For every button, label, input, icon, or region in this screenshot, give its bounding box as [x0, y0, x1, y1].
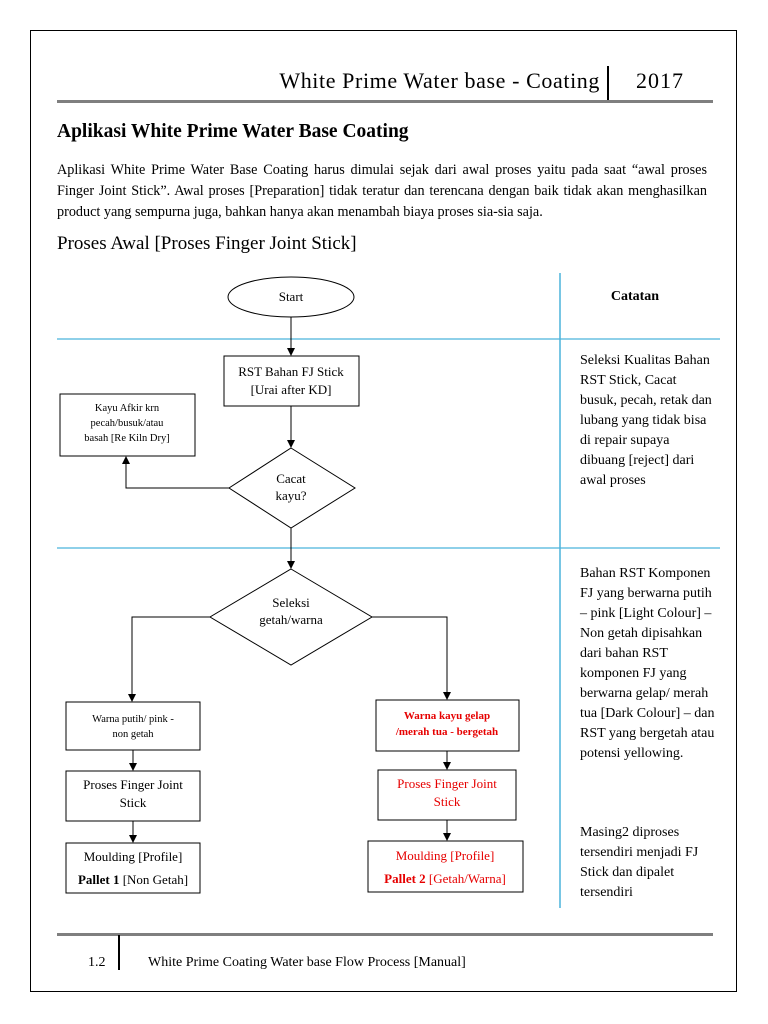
header-divider: [607, 66, 609, 100]
kayu-afkir-line-3: basah [Re Kiln Dry]: [84, 433, 169, 444]
left-moulding-label: Moulding [Profile]: [84, 849, 183, 864]
note-2: Bahan RST Komponen FJ yang berwarna puti…: [580, 566, 715, 761]
right-moulding-label: Moulding [Profile]: [396, 848, 495, 863]
left-warna-line-2: non getah: [112, 729, 154, 740]
right-pallet-rest: [Getah/Warna]: [429, 871, 506, 886]
rst-bahan-box: [223, 355, 360, 407]
section-title: Aplikasi White Prime Water Base Coating: [57, 121, 409, 142]
right-proses-box: [377, 769, 517, 821]
kayu-afkir-line-1: Kayu Afkir krn: [95, 403, 160, 414]
left-pallet-bold: Pallet 1: [78, 872, 120, 887]
notes-title: Catatan: [610, 289, 660, 304]
footer-text: White Prime Coating Water base Flow Proc…: [148, 955, 466, 970]
arrow-seleksi-left: [128, 616, 210, 702]
start-label: Start: [279, 289, 304, 304]
left-pallet-rest: [Non Getah]: [123, 872, 188, 887]
right-proses-line-2: Stick: [434, 794, 461, 809]
kayu-afkir-line-2: pecah/busuk/atau: [91, 418, 165, 429]
left-warna-line-1: Warna putih/ pink -: [92, 714, 174, 725]
cacat-kayu-line-2: kayu?: [275, 488, 306, 503]
kayu-afkir-box: [59, 393, 196, 457]
left-moulding-box: [65, 842, 201, 894]
header-year: 2017: [636, 68, 684, 93]
rst-bahan-line-2: [Urai after KD]: [251, 382, 332, 397]
right-moulding-box: [367, 840, 524, 893]
right-warna-line-1: Warna kayu gelap: [404, 710, 490, 722]
header-title: White Prime Water base - Coating: [279, 68, 600, 93]
left-proses-line-1: Proses Finger Joint: [83, 777, 183, 792]
left-proses-line-2: Stick: [120, 795, 147, 810]
arrow-cacat-afkir: [122, 456, 229, 489]
footer-rule: [57, 933, 713, 936]
cacat-kayu-line-1: Cacat: [276, 471, 306, 486]
note-3: Masing2 diproses tersendiri menjadi FJ S…: [580, 825, 699, 900]
seleksi-line-1: Seleksi: [272, 595, 310, 610]
left-proses-box: [65, 770, 201, 822]
footer-page-number: 1.2: [88, 955, 106, 970]
seleksi-line-2: getah/warna: [259, 612, 323, 627]
sub-title: Proses Awal [Proses Finger Joint Stick]: [57, 233, 357, 254]
rst-bahan-line-1: RST Bahan FJ Stick: [238, 364, 344, 379]
left-warna-box: [65, 701, 201, 751]
right-pallet-label: Pallet 2 [Getah/Warna]: [384, 871, 506, 886]
page-frame: [30, 30, 737, 992]
arrow-seleksi-right: [372, 616, 451, 700]
right-warna-line-2: /merah tua - bergetah: [395, 726, 498, 738]
right-pallet-bold: Pallet 2: [384, 871, 426, 886]
header-rule: [57, 100, 713, 103]
intro-paragraph: Aplikasi White Prime Water Base Coating …: [57, 162, 707, 220]
left-pallet-label: Pallet 1 [Non Getah]: [78, 872, 188, 887]
seleksi-decision: [209, 568, 373, 666]
right-proses-line-1: Proses Finger Joint: [397, 776, 497, 791]
right-warna-box: [375, 699, 520, 752]
footer-divider: [118, 935, 120, 970]
note-1: Seleksi Kualitas Bahan RST Stick, Cacat …: [580, 353, 712, 488]
